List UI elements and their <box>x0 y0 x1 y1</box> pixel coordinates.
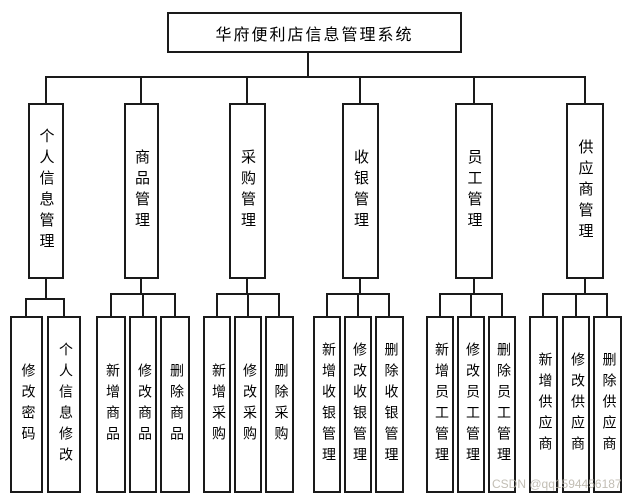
leaf-label: 删除采购 <box>272 362 288 447</box>
connector-stub <box>584 77 586 104</box>
leaf-label: 新增采购 <box>210 362 225 447</box>
connector-stub <box>110 293 112 317</box>
branch-label: 个人信息管理 <box>37 128 54 254</box>
connector-stub <box>326 293 328 317</box>
leaf-label: 新增收银管理 <box>320 341 335 468</box>
connector-stub <box>359 277 361 295</box>
leaf-label: 修改收银管理 <box>351 341 366 468</box>
branch-product-management: 商品管理 <box>124 103 159 279</box>
connector-stub <box>246 77 248 104</box>
leaf-label: 新增商品 <box>104 362 119 447</box>
leaf-edit-purchase: 修改采购 <box>234 316 262 493</box>
leaf-change-password: 修改密码 <box>10 316 43 493</box>
connector-stub <box>542 293 544 317</box>
connector-stub <box>473 77 475 104</box>
leaf-label: 删除供应商 <box>600 352 616 457</box>
leaf-edit-employee-management: 修改员工管理 <box>457 316 485 493</box>
leaf-delete-employee-management: 删除员工管理 <box>488 316 516 493</box>
connector-stub <box>247 293 249 317</box>
leaf-label: 个人信息修改 <box>57 341 72 468</box>
connector-stub <box>140 77 142 104</box>
leaf-label: 修改员工管理 <box>464 341 479 468</box>
connector-stub <box>357 293 359 317</box>
connector-stub <box>174 293 176 317</box>
connector-level1-rail <box>45 76 586 78</box>
leaf-label: 修改密码 <box>19 362 35 447</box>
connector-stub <box>439 293 441 317</box>
connector-group-rail <box>25 298 65 300</box>
leaf-label: 删除员工管理 <box>495 341 510 468</box>
connector-stub <box>470 293 472 317</box>
connector-stub <box>140 277 142 295</box>
leaf-delete-product: 删除商品 <box>160 316 190 493</box>
leaf-label: 删除收银管理 <box>382 341 398 468</box>
leaf-label: 修改商品 <box>136 362 151 447</box>
branch-label: 收银管理 <box>352 149 368 233</box>
connector-stub <box>584 277 586 295</box>
leaf-edit-supplier: 修改供应商 <box>562 316 590 493</box>
branch-label: 供应商管理 <box>576 138 593 244</box>
connector-stub <box>359 77 361 104</box>
leaf-label: 新增员工管理 <box>433 341 448 468</box>
connector-stub <box>45 277 47 300</box>
leaf-delete-purchase: 删除采购 <box>265 316 294 493</box>
connector-stub <box>142 293 144 317</box>
leaf-add-product: 新增商品 <box>96 316 126 493</box>
connector-stub <box>45 77 47 104</box>
leaf-label: 修改采购 <box>241 362 256 447</box>
connector-stub <box>501 293 503 317</box>
leaf-add-employee-management: 新增员工管理 <box>426 316 454 493</box>
leaf-add-cashier-management: 新增收银管理 <box>313 316 341 493</box>
leaf-delete-cashier-management: 删除收银管理 <box>375 316 404 493</box>
branch-label: 员工管理 <box>465 149 482 233</box>
leaf-edit-product: 修改商品 <box>129 316 157 493</box>
leaf-delete-supplier: 删除供应商 <box>593 316 622 493</box>
branch-label: 采购管理 <box>239 149 255 233</box>
branch-supplier-management: 供应商管理 <box>566 103 604 279</box>
connector-stub <box>25 298 27 317</box>
connector-stub <box>388 293 390 317</box>
connector-stub <box>216 293 218 317</box>
connector-stub <box>473 277 475 295</box>
branch-label: 商品管理 <box>133 149 149 233</box>
leaf-label: 修改供应商 <box>569 352 584 457</box>
branch-personal-info-management: 个人信息管理 <box>28 103 64 279</box>
watermark-text: CSDN @qq1594456187 <box>492 477 622 491</box>
connector-stub <box>606 293 608 317</box>
leaf-add-supplier: 新增供应商 <box>529 316 558 493</box>
leaf-label: 删除商品 <box>168 362 183 447</box>
branch-employee-management: 员工管理 <box>455 103 493 279</box>
root-node: 华府便利店信息管理系统 <box>167 12 462 53</box>
connector-stub <box>63 298 65 317</box>
branch-purchase-management: 采购管理 <box>229 103 266 279</box>
leaf-add-purchase: 新增采购 <box>203 316 231 493</box>
branch-cashier-management: 收银管理 <box>342 103 379 279</box>
leaf-label: 新增供应商 <box>536 352 552 457</box>
leaf-edit-cashier-management: 修改收银管理 <box>344 316 372 493</box>
leaf-edit-personal-info: 个人信息修改 <box>47 316 81 493</box>
connector-stub <box>575 293 577 317</box>
connector-root-stem <box>307 52 309 78</box>
connector-stub <box>278 293 280 317</box>
connector-stub <box>246 277 248 295</box>
